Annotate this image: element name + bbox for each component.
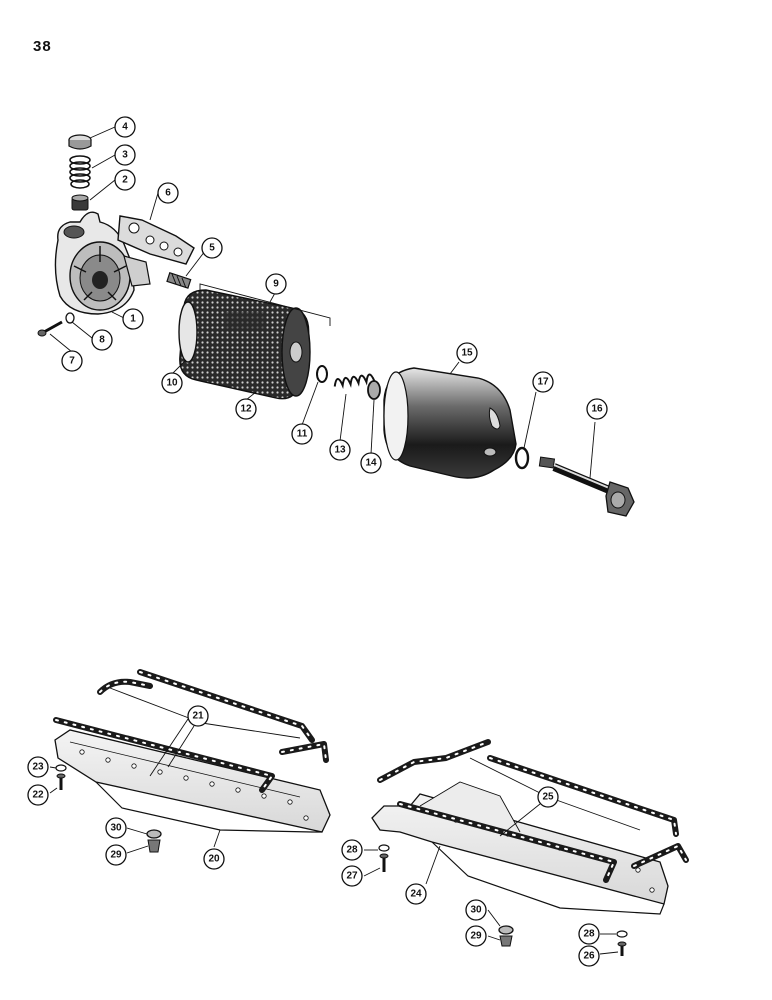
callout-8: 8 [91,329,113,351]
callout-24: 24 [405,883,427,905]
callout-13: 13 [329,439,351,461]
svg-text:13: 13 [334,445,346,456]
pan-bolt-left [55,764,67,790]
callout-5: 5 [201,237,223,259]
pan-bolt-right-rear [616,930,628,956]
callout-2: 2 [114,169,136,191]
svg-text:30: 30 [470,905,482,916]
svg-text:28: 28 [583,929,595,940]
svg-text:7: 7 [69,356,75,367]
callout-17: 17 [532,371,554,393]
pan-bolt-right-front [378,844,390,872]
callout-9: 9 [265,273,287,295]
callout-29-right: 29 [465,925,487,947]
callout-22: 22 [27,784,49,806]
svg-text:1: 1 [130,314,136,325]
svg-text:14: 14 [365,458,377,469]
filter-case-part [383,367,517,479]
svg-text:21: 21 [192,711,204,722]
oil-pan-left-part [54,729,331,833]
svg-text:5: 5 [209,243,215,254]
lower-right-leader-lines [363,757,641,955]
oil-pan-right-part [371,781,669,915]
upper-leader-lines [49,126,596,479]
svg-text:29: 29 [470,931,482,942]
oil-pan-right-gaskets [377,739,689,883]
svg-text:10: 10 [166,378,178,389]
callout-12: 12 [235,398,257,420]
lower-left-leader-lines [49,687,301,854]
callout-25: 25 [537,786,559,808]
callout-23: 23 [27,756,49,778]
callout-10: 10 [161,372,183,394]
svg-text:3: 3 [122,150,128,161]
svg-text:11: 11 [297,429,308,440]
center-bolt-parts [514,446,635,517]
page-number: 38 [33,38,52,55]
callout-14: 14 [360,452,382,474]
svg-text:17: 17 [537,377,549,388]
svg-text:20: 20 [208,854,220,865]
callout-28-upper: 28 [341,839,363,861]
callout-1: 1 [122,308,144,330]
callout-26: 26 [578,945,600,967]
housing-gasket-part [117,215,195,265]
svg-text:27: 27 [346,871,358,882]
element-bracket [199,283,331,326]
callout-15: 15 [456,342,478,364]
callout-16: 16 [586,398,608,420]
svg-text:22: 22 [32,790,44,801]
callout-20: 20 [203,848,225,870]
callout-30-right: 30 [465,899,487,921]
callout-28-lower: 28 [578,923,600,945]
callout-3: 3 [114,144,136,166]
filter-housing-part [54,211,151,315]
filter-element-part [178,289,311,400]
relief-valve-parts [68,134,92,211]
svg-text:25: 25 [542,792,554,803]
svg-text:28: 28 [346,845,358,856]
callout-7: 7 [61,350,83,372]
svg-text:2: 2 [122,175,128,186]
oil-pan-left-gaskets [53,669,329,793]
svg-text:29: 29 [110,850,122,861]
svg-text:4: 4 [122,122,128,133]
callout-27: 27 [341,865,363,887]
screw-washer-parts [37,312,75,337]
callout-11: 11 [291,423,313,445]
svg-text:30: 30 [110,823,122,834]
callout-30-left: 30 [105,817,127,839]
svg-text:12: 12 [240,404,252,415]
callout-4: 4 [114,116,136,138]
callout-6: 6 [157,182,179,204]
svg-text:6: 6 [165,188,171,199]
svg-text:15: 15 [461,348,473,359]
svg-text:23: 23 [32,762,44,773]
svg-text:8: 8 [99,335,105,346]
callout-29-left: 29 [105,844,127,866]
svg-text:16: 16 [591,404,603,415]
svg-text:24: 24 [410,889,422,900]
svg-text:9: 9 [273,279,279,290]
callout-21: 21 [187,705,209,727]
filter-seal-spring-parts [316,365,381,400]
svg-text:26: 26 [583,951,595,962]
center-stud-part [166,272,192,289]
drain-plug-right [498,925,514,947]
drain-plug-left [146,829,162,853]
